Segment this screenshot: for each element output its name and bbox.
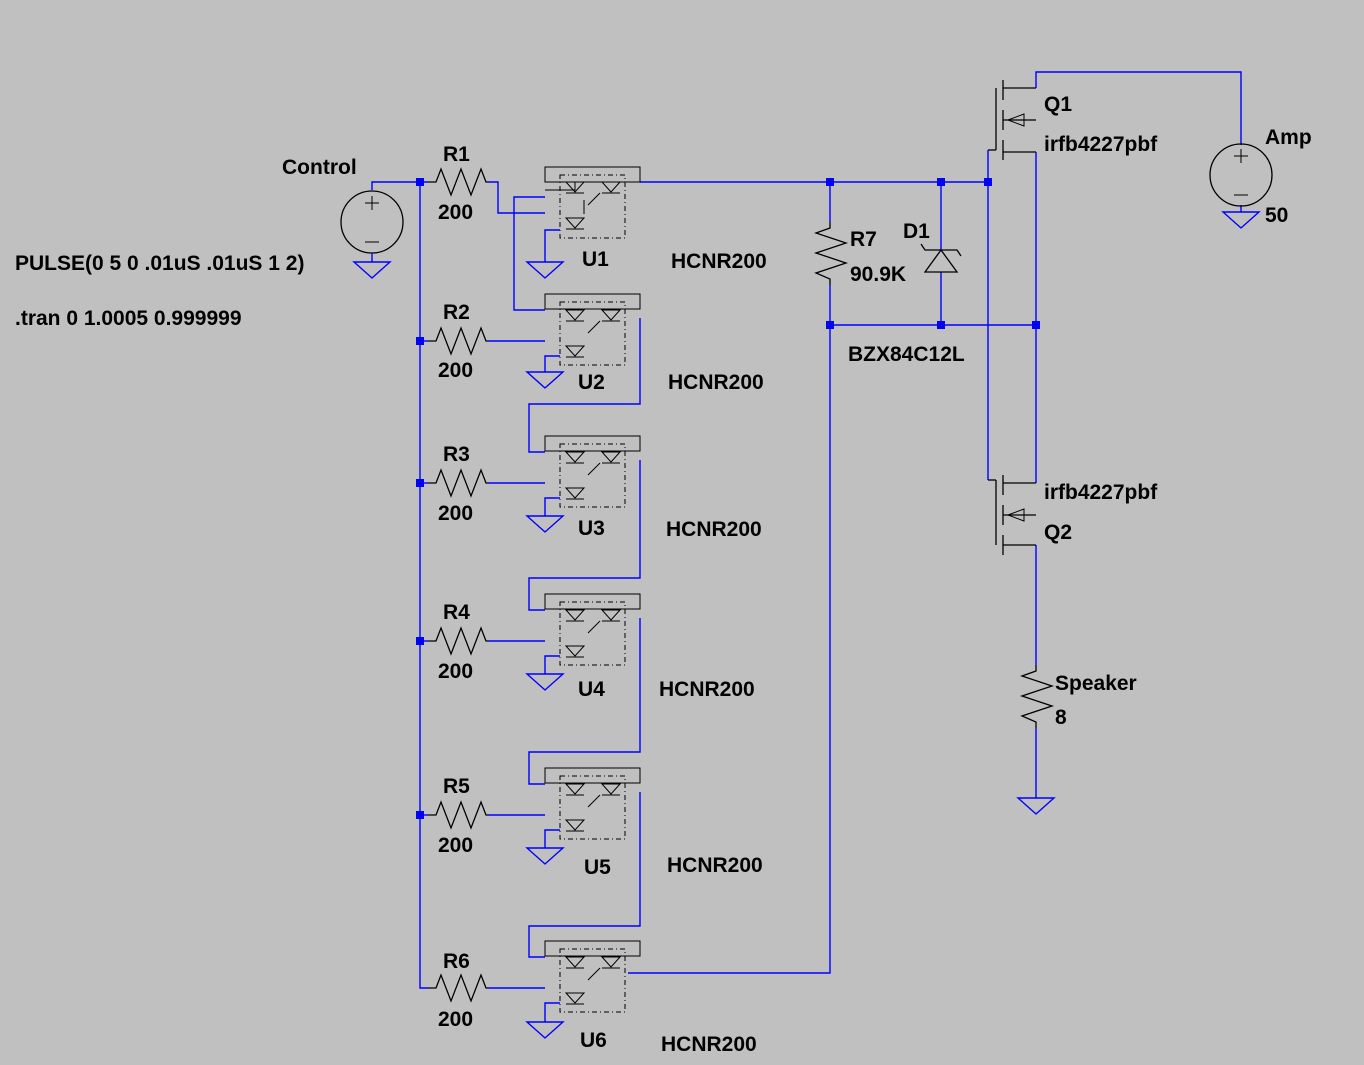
r1-value-label: 200 bbox=[438, 201, 473, 224]
optocoupler-u1[interactable] bbox=[525, 166, 641, 279]
wires bbox=[371, 71, 1242, 989]
u2-model-label: HCNR200 bbox=[668, 371, 764, 394]
r3-name-label: R3 bbox=[443, 443, 470, 466]
u3-name-label: U3 bbox=[578, 517, 605, 540]
q2-name-label: Q2 bbox=[1044, 521, 1072, 544]
r5-value-label: 200 bbox=[438, 834, 473, 857]
r2-name-label: R2 bbox=[443, 301, 470, 324]
r4-name-label: R4 bbox=[443, 601, 470, 624]
speaker-resistor[interactable] bbox=[1019, 665, 1055, 728]
optocoupler-u3[interactable] bbox=[525, 435, 641, 533]
u5-model-label: HCNR200 bbox=[667, 854, 763, 877]
control-value-label: PULSE(0 5 0 .01uS .01uS 1 2) bbox=[15, 252, 304, 275]
labels: Control PULSE(0 5 0 .01uS .01uS 1 2) .tr… bbox=[15, 93, 1312, 1056]
r2-value-label: 200 bbox=[438, 359, 473, 382]
speaker-ground bbox=[1016, 797, 1056, 815]
speaker-value-label: 8 bbox=[1055, 706, 1067, 729]
speaker-name-label: Speaker bbox=[1055, 672, 1137, 695]
junctions bbox=[416, 178, 1040, 819]
resistor-r2[interactable] bbox=[428, 326, 488, 356]
u4-model-label: HCNR200 bbox=[659, 678, 755, 701]
u5-name-label: U5 bbox=[584, 856, 611, 879]
r5-name-label: R5 bbox=[443, 775, 470, 798]
amp-name-label: Amp bbox=[1265, 126, 1312, 149]
r4-value-label: 200 bbox=[438, 660, 473, 683]
control-voltage-source[interactable] bbox=[340, 190, 404, 279]
r7-name-label: R7 bbox=[850, 228, 877, 251]
r6-value-label: 200 bbox=[438, 1008, 473, 1031]
r1-name-label: R1 bbox=[443, 143, 470, 166]
q1-model-label: irfb4227pbf bbox=[1044, 133, 1158, 156]
resistor-r7[interactable] bbox=[813, 222, 849, 285]
u3-model-label: HCNR200 bbox=[666, 518, 762, 541]
resistor-r1[interactable] bbox=[428, 167, 488, 197]
d1-model-label: BZX84C12L bbox=[848, 343, 965, 366]
u6-model-label: HCNR200 bbox=[661, 1033, 757, 1056]
resistor-r6[interactable] bbox=[428, 973, 488, 1003]
amp-voltage-source[interactable] bbox=[1209, 143, 1273, 229]
zener-diode-d1[interactable] bbox=[920, 243, 962, 273]
resistor-r5[interactable] bbox=[428, 800, 488, 830]
amp-value-label: 50 bbox=[1265, 204, 1288, 227]
resistor-r4[interactable] bbox=[428, 626, 488, 656]
optocoupler-u6[interactable] bbox=[525, 940, 641, 1039]
u4-name-label: U4 bbox=[578, 678, 605, 701]
mosfet-q1[interactable] bbox=[988, 80, 1036, 160]
q2-model-label: irfb4227pbf bbox=[1044, 481, 1158, 504]
u2-name-label: U2 bbox=[578, 371, 605, 394]
r6-name-label: R6 bbox=[443, 950, 470, 973]
resistor-r3[interactable] bbox=[428, 468, 488, 498]
optocoupler-u5[interactable] bbox=[525, 767, 641, 865]
optocoupler-u4[interactable] bbox=[525, 593, 641, 691]
r3-value-label: 200 bbox=[438, 502, 473, 525]
optocoupler-u2[interactable] bbox=[525, 293, 641, 389]
r7-value-label: 90.9K bbox=[850, 263, 906, 286]
control-name-label: Control bbox=[282, 156, 357, 179]
u6-name-label: U6 bbox=[580, 1029, 607, 1052]
u1-model-label: HCNR200 bbox=[671, 250, 767, 273]
q1-name-label: Q1 bbox=[1044, 93, 1072, 116]
d1-name-label: D1 bbox=[903, 220, 930, 243]
tran-directive: .tran 0 1.0005 0.999999 bbox=[15, 307, 242, 330]
u1-name-label: U1 bbox=[582, 248, 609, 271]
mosfet-q2[interactable] bbox=[988, 475, 1036, 555]
